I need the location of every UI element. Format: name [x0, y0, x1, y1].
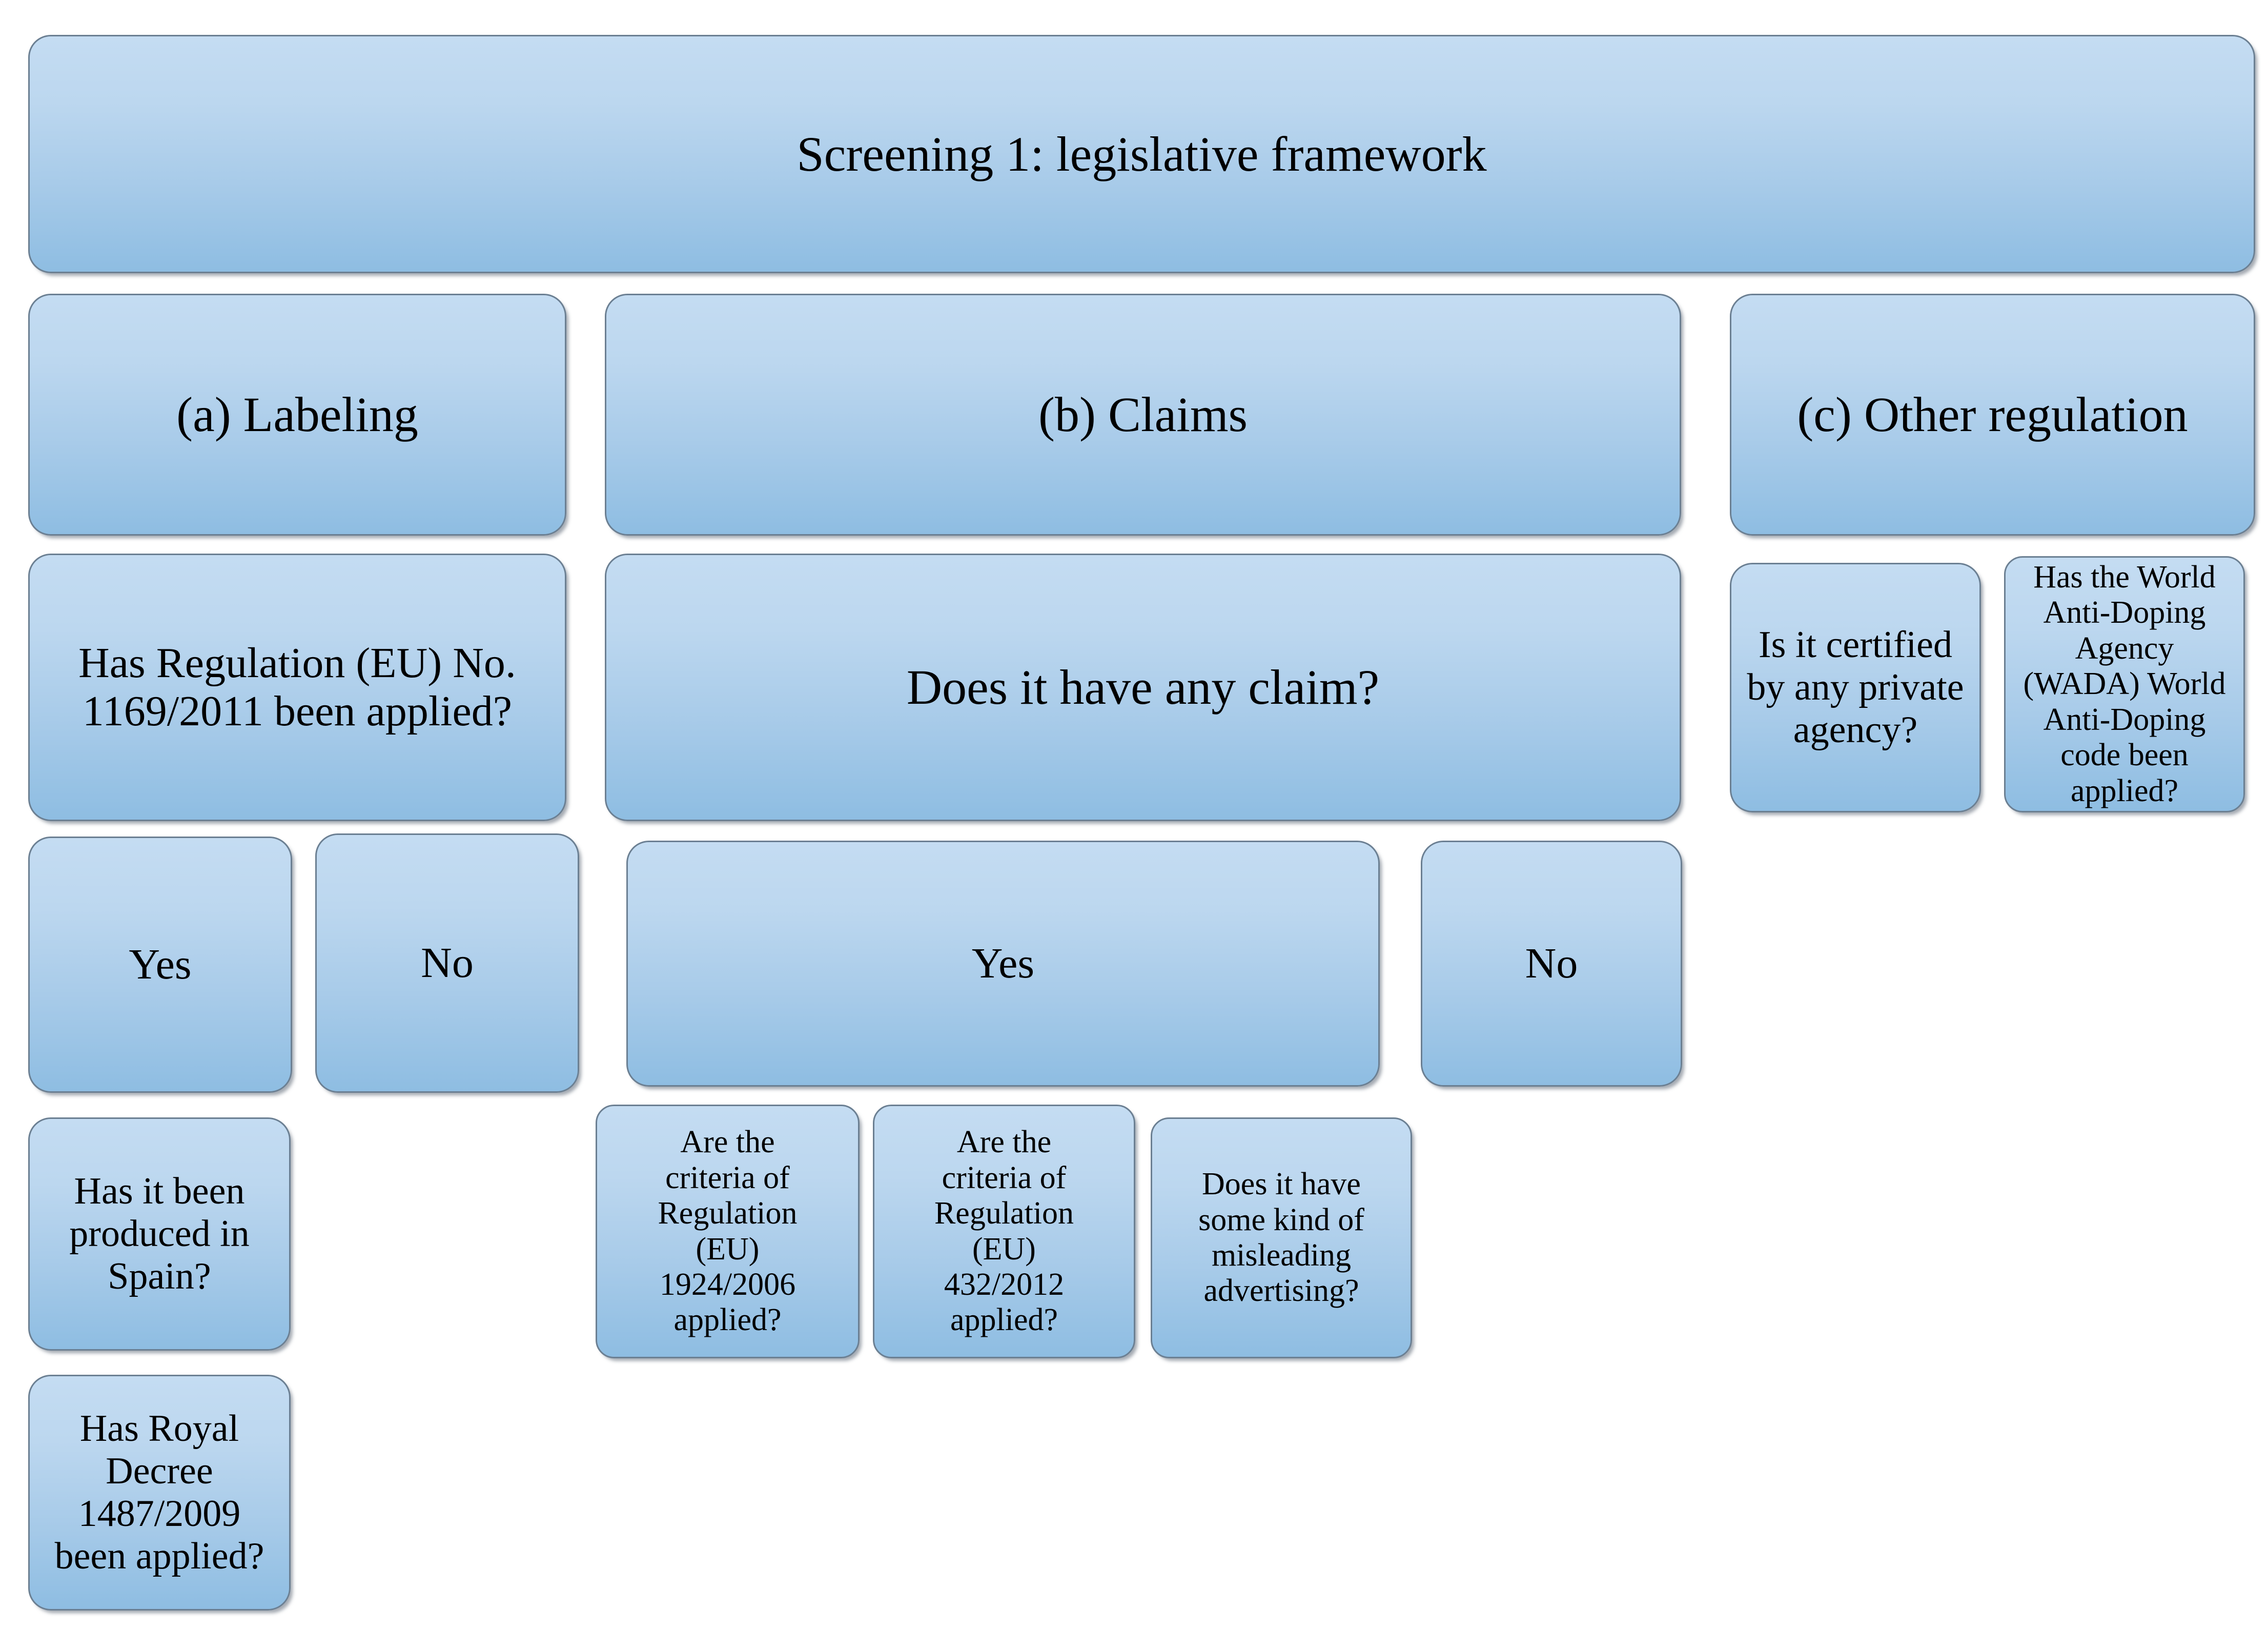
node-claims-question-misleading-advertising: Does it have some kind of misleading adv…: [1151, 1117, 1412, 1358]
node-labeling-answer-no: No: [315, 833, 579, 1093]
node-claims-question-any-claim-label: Does it have any claim?: [906, 660, 1380, 715]
node-claims-question-1924-2006: Are the criteria of Regulation (EU) 1924…: [596, 1105, 860, 1358]
node-claims-answer-no-label: No: [1525, 939, 1578, 987]
node-other-question-private-agency: Is it certified by any private agency?: [1730, 563, 1981, 812]
node-claims-question-432-2012: Are the criteria of Regulation (EU) 432/…: [873, 1105, 1135, 1358]
node-claims-answer-yes-label: Yes: [971, 939, 1035, 987]
node-labeling-answer-yes: Yes: [28, 837, 292, 1093]
node-labeling-question-royal-decree-label: Has Royal Decree 1487/2009 been applied?: [54, 1408, 264, 1577]
node-column-c-header-label: (c) Other regulation: [1797, 387, 2188, 442]
node-labeling-question-spain: Has it been produced in Spain?: [28, 1117, 291, 1351]
node-labeling-answer-yes-label: Yes: [129, 940, 192, 988]
node-claims-question-misleading-advertising-label: Does it have some kind of misleading adv…: [1198, 1167, 1364, 1309]
node-labeling-answer-no-label: No: [421, 939, 474, 987]
node-column-a-header: (a) Labeling: [28, 294, 566, 536]
node-labeling-question-1169: Has Regulation (EU) No. 1169/2011 been a…: [28, 554, 566, 821]
node-claims-question-any-claim: Does it have any claim?: [605, 554, 1681, 821]
node-other-question-private-agency-label: Is it certified by any private agency?: [1747, 624, 1964, 751]
node-column-a-header-label: (a) Labeling: [176, 387, 418, 442]
node-labeling-question-royal-decree: Has Royal Decree 1487/2009 been applied?: [28, 1375, 291, 1611]
node-claims-question-432-2012-label: Are the criteria of Regulation (EU) 432/…: [934, 1125, 1074, 1338]
node-other-question-wada-code: Has the World Anti-Doping Agency (WADA) …: [2004, 556, 2245, 812]
node-labeling-question-spain-label: Has it been produced in Spain?: [69, 1170, 250, 1297]
node-claims-answer-yes: Yes: [626, 841, 1380, 1087]
node-root-screening-label: Screening 1: legislative framework: [796, 126, 1487, 181]
node-labeling-question-1169-label: Has Regulation (EU) No. 1169/2011 been a…: [78, 639, 516, 735]
node-claims-question-1924-2006-label: Are the criteria of Regulation (EU) 1924…: [658, 1125, 798, 1338]
node-column-b-header: (b) Claims: [605, 294, 1681, 536]
node-column-c-header: (c) Other regulation: [1730, 294, 2255, 536]
node-other-question-wada-code-label: Has the World Anti-Doping Agency (WADA) …: [2023, 559, 2226, 808]
node-claims-answer-no: No: [1421, 841, 1682, 1087]
node-root-screening: Screening 1: legislative framework: [28, 35, 2255, 273]
node-column-b-header-label: (b) Claims: [1038, 387, 1248, 442]
